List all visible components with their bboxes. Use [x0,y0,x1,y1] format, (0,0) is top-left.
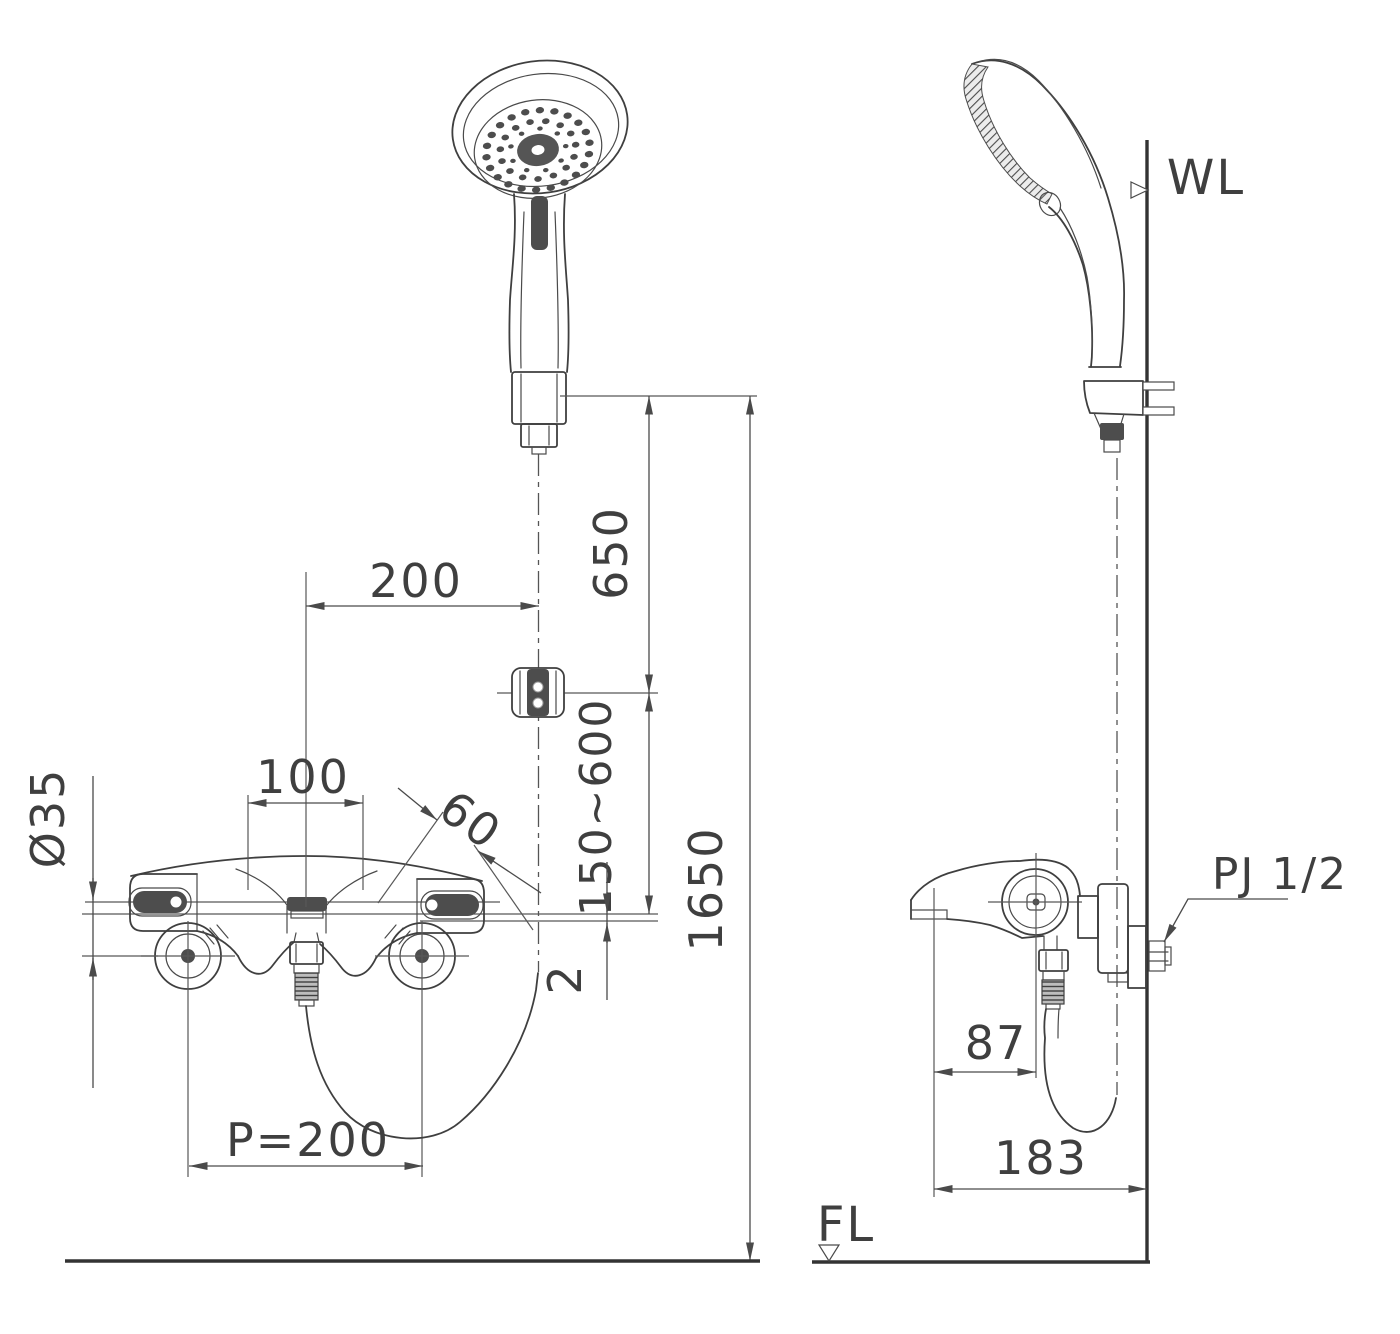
dim-inlet-spacing: 100 [247,750,364,890]
hose-tail-front [289,932,324,1007]
dim-slide-range-label: 150~600 [571,698,622,917]
dim-inlet-pitch-label: P=200 [226,1113,390,1167]
dim-overall-height-label: 1650 [679,826,733,951]
hand-shower-head-front [451,59,629,199]
right-cap-slot [425,894,479,916]
dim-spout-to-hose: 87 [933,888,1036,1197]
wall-bracket-side [1083,380,1175,453]
dim-hook-height-label: 650 [584,506,638,600]
dim-hook-height: 650 [584,396,653,693]
wall-union-left [141,921,235,1177]
front-elevation-view: 200 650 150~600 1650 100 60 [21,59,760,1263]
bracket-pin-lower [1142,406,1175,416]
hand-shower-side [963,58,1126,368]
hose-connector-front [511,371,567,455]
left-cap-slot [133,891,187,913]
slide-bracket-front [511,667,565,718]
wall-level-triangle-icon [1130,181,1150,199]
pj-fitting [1148,940,1172,972]
dim-spout-to-hose-label: 87 [965,1016,1028,1070]
mixer-side [910,853,1172,1133]
dim-hook-offset: 200 [305,554,539,907]
spout-center-step [290,910,324,919]
bracket-pin-upper [1142,381,1175,391]
dim-slide-range: 150~600 [571,693,653,917]
wall-union-right [375,921,469,1177]
wall-line-label: WL [1167,150,1245,206]
dim-center-offset-label: 2 [538,963,592,994]
dim-union-diameter: Ø35 [21,768,158,1088]
dim-cap-diagonal-label: 60 [429,780,511,860]
hose-tail-side [1038,935,1069,1010]
thread-section-front [294,972,319,1001]
right-cap-slot-outline [420,890,484,920]
dim-hook-offset-label: 200 [369,554,463,608]
dim-inlet-spacing-label: 100 [256,750,350,804]
pipe-thread-callout: PJ 1/2 [1163,849,1348,943]
floor-level-triangle-icon [817,1244,841,1263]
dim-union-diameter-label: Ø35 [21,768,75,869]
side-elevation-view: WL [812,58,1348,1264]
pipe-thread-label: PJ 1/2 [1212,849,1348,900]
left-cap-slot-outline [128,887,192,917]
hand-shower-handle-front [508,193,570,373]
handle-inlet-slot [531,196,548,250]
floor-line-label: FL [817,1197,875,1253]
dim-spout-to-wall: 183 [934,1131,1147,1193]
dim-center-offset: 2 [538,862,611,1000]
dim-overall-height: 1650 [679,396,754,1261]
mixer-body-front [128,855,485,977]
dim-spout-to-wall-label: 183 [994,1131,1088,1185]
shower-hose-side-outer [1043,1008,1117,1133]
spray-face-nozzles [482,106,594,194]
shower-hose-front [305,972,539,1140]
spout-center-band [287,897,327,911]
spray-face-side [963,63,1053,205]
joint-hatch-left [202,924,229,945]
dim-inlet-pitch: P=200 [189,1113,423,1170]
shower-hose-side-inner [1057,1008,1060,1039]
